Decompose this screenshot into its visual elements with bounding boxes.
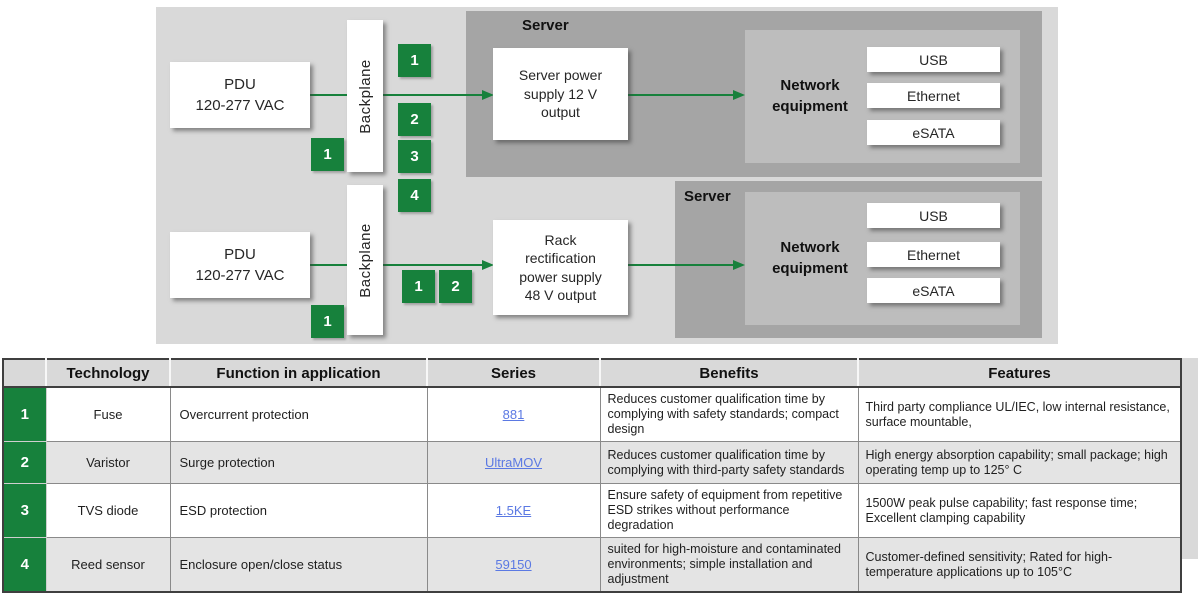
server-label-top: Server [522,17,569,34]
table-row: 1 Fuse Overcurrent protection 881 Reduce… [2,386,1182,442]
table-row: 3 TVS diode ESD protection 1.5KE Ensure … [2,483,1182,538]
pdu-box-bottom: PDU 120-277 VAC [170,232,310,298]
port-box-esata-bottom: eSATA [867,278,1000,303]
cell-benefits: suited for high-moisture and contaminate… [599,537,859,593]
cell-benefits: Reduces customer qualification time by c… [599,386,859,442]
cell-series: 1.5KE [426,483,601,538]
step-badge-4: 4 [398,179,431,212]
components-table: Technology Function in application Serie… [2,358,1182,593]
series-link-ultramov[interactable]: UltraMOV [484,455,543,470]
port-box-ethernet-bottom: Ethernet [867,242,1000,267]
cell-series: 59150 [426,537,601,593]
series-link-15ke[interactable]: 1.5KE [495,503,532,518]
arrowhead-pdu-to-supply-bottom [482,260,494,270]
step-badge-3: 3 [398,140,431,173]
pdu-badge-top: 1 [311,138,344,171]
components-table-wrap: Technology Function in application Serie… [2,358,1182,593]
col-header-features: Features [857,359,1181,388]
cell-series: 881 [426,386,601,442]
port-box-ethernet-top: Ethernet [867,83,1000,108]
port-box-usb-bottom: USB [867,203,1000,228]
cell-technology: Reed sensor [45,537,171,593]
cell-technology: Fuse [45,386,171,442]
cell-features: Customer-defined sensitivity; Rated for … [857,537,1182,593]
cell-features: Third party compliance UL/IEC, low inter… [857,386,1182,442]
cell-technology: TVS diode [45,483,171,538]
network-equipment-bottom: Network equipment USB Ethernet eSATA [745,192,1020,325]
server-label-bottom: Server [684,188,731,205]
cell-technology: Varistor [45,441,171,484]
col-header-series: Series [426,359,600,388]
step-badge-2: 2 [398,103,431,136]
series-link-881[interactable]: 881 [502,407,525,422]
cell-number: 2 [2,441,47,484]
cell-benefits: Ensure safety of equipment from repetiti… [599,483,859,538]
col-header-technology: Technology [45,359,170,388]
network-equipment-top: Network equipment USB Ethernet eSATA [745,30,1020,163]
arrow-supply-to-network-top [628,94,733,96]
table-row: 4 Reed sensor Enclosure open/close statu… [2,537,1182,593]
cell-features: 1500W peak pulse capability; fast respon… [857,483,1182,538]
pdu-box-top: PDU 120-277 VAC [170,62,310,128]
cell-series: UltraMOV [426,441,601,484]
cell-function: Surge protection [169,441,428,484]
series-link-59150[interactable]: 59150 [495,557,532,572]
port-box-esata-top: eSATA [867,120,1000,145]
col-header-number [3,359,46,388]
cell-function: Overcurrent protection [169,386,428,442]
arrow-pdu-to-supply-bottom [310,264,482,266]
arrow-supply-to-network-bottom [628,264,733,266]
arrowhead-supply-to-network-bottom [733,260,745,270]
backplane-bottom: Backplane [347,185,383,335]
cell-function: ESD protection [169,483,428,538]
table-row: 2 Varistor Surge protection UltraMOV Red… [2,441,1182,484]
cell-function: Enclosure open/close status [169,537,428,593]
network-equipment-label-bottom: Network equipment [772,239,848,277]
col-header-benefits: Benefits [599,359,858,388]
header-row: Technology Function in application Serie… [3,359,1181,388]
server-power-supply-box: Server power supply 12 V output [493,48,628,140]
pair-badge-1: 1 [402,270,435,303]
cell-number: 1 [2,386,47,442]
cell-benefits: Reduces customer qualification time by c… [599,441,859,484]
pair-badge-2: 2 [439,270,472,303]
pdu-badge-bottom: 1 [311,305,344,338]
port-box-usb-top: USB [867,47,1000,72]
rack-rectification-supply-box: Rack rectification power supply 48 V out… [493,220,628,315]
step-badge-1: 1 [398,44,431,77]
backplane-label-bottom: Backplane [356,222,374,298]
network-equipment-label-top: Network equipment [772,77,848,115]
cell-number: 3 [2,483,47,538]
arrowhead-supply-to-network-top [733,90,745,100]
arrowhead-pdu-to-supply-top [482,90,494,100]
backplane-label-top: Backplane [356,58,374,134]
col-header-function: Function in application [169,359,427,388]
backplane-top: Backplane [347,20,383,172]
cell-number: 4 [2,537,47,593]
cell-features: High energy absorption capability; small… [857,441,1182,484]
diagram-panel: Server Network equipment USB Ethernet eS… [156,7,1058,344]
arrow-pdu-to-supply-top [310,94,482,96]
